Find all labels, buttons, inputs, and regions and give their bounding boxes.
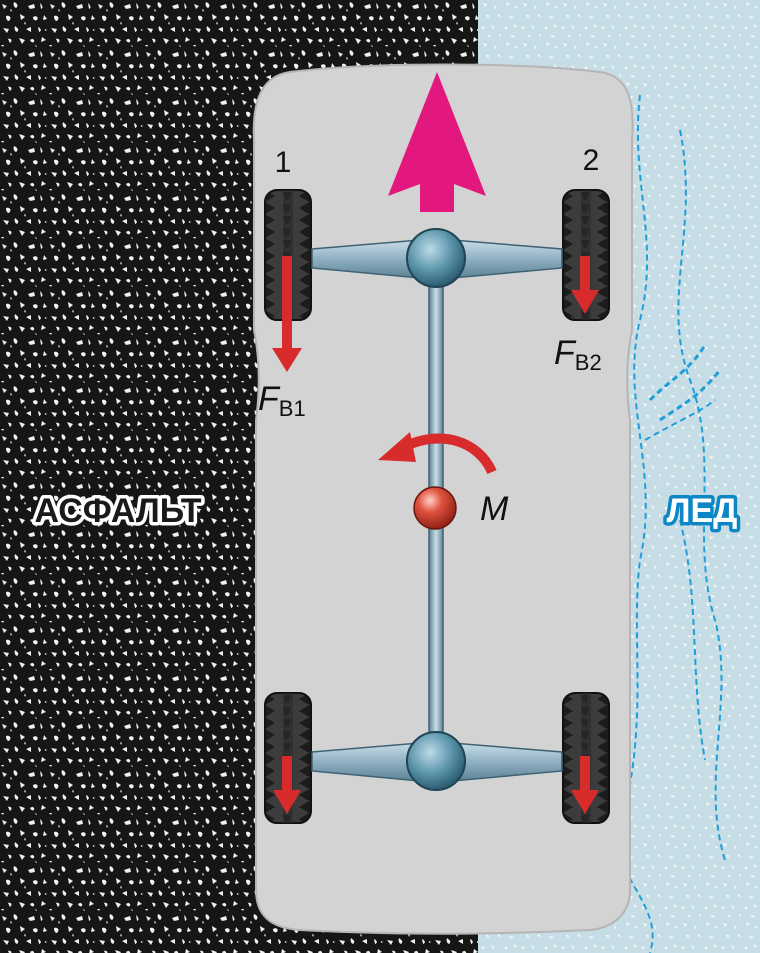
force-label-right: FB2 <box>554 334 602 375</box>
force-arrow-front-right <box>571 256 599 314</box>
force-subscript-left: B1 <box>279 396 306 421</box>
rear-differential <box>406 731 466 791</box>
front-differential <box>406 228 466 288</box>
ice-cracks <box>619 94 726 953</box>
center-of-mass <box>413 486 457 530</box>
force-arrow-rear-right <box>571 756 599 814</box>
force-arrow-rear-left <box>273 756 301 814</box>
force-label-left: FB1 <box>258 380 306 421</box>
moment-arrow-icon <box>378 432 497 475</box>
motion-arrow-icon <box>388 72 486 212</box>
force-subscript-right: B2 <box>575 350 602 375</box>
force-arrows <box>272 256 599 814</box>
wheel-number-1: 1 <box>275 146 292 179</box>
force-symbol-left: F <box>258 380 281 418</box>
wheel-number-2: 2 <box>583 144 600 177</box>
force-arrow-front-left <box>272 256 302 372</box>
force-symbol-right: F <box>554 334 577 372</box>
ice-label: ЛЕД <box>667 492 738 530</box>
asphalt-label: АСФАЛЬТ <box>34 492 201 530</box>
moment-label: M <box>480 490 509 528</box>
